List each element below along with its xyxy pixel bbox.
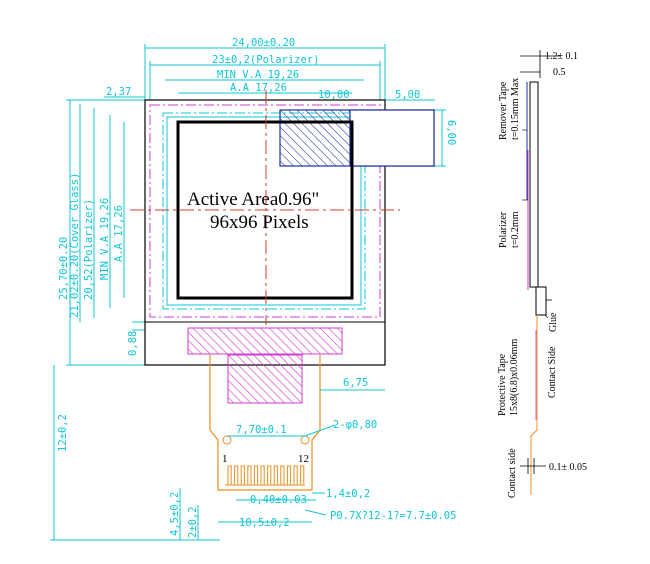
- active-area-box: [176, 120, 354, 300]
- side-bottom-dim: 0.1± 0.05: [549, 462, 587, 473]
- polarizer-side-thickness: t=0.2mm: [510, 211, 521, 248]
- contact-side-upper-label: Contact Side: [547, 346, 558, 398]
- fpc-finger: [267, 465, 272, 486]
- aa-height-label: A.A 17,26: [113, 205, 125, 262]
- fpc-finger: [286, 465, 292, 486]
- left-offset-label: 2,37: [106, 86, 131, 98]
- fpc-dimensions: 6,75 7,70±0.1 2-φ0,80 0,40±0.03 1,4±0,2 …: [218, 377, 456, 529]
- pitch-770-label: 7,70±0.1: [236, 424, 287, 436]
- fpc-finger: [300, 465, 305, 486]
- active-area-title: Active Area0.96": [187, 189, 319, 210]
- polarizer-height-label: 20,52(Polarizer): [83, 199, 95, 300]
- tail-label: 10,5±0,2: [239, 517, 290, 529]
- bottom-gap-label: 0,88: [127, 331, 139, 356]
- fpc-finger: [240, 465, 245, 486]
- h45-label: 4,5±0,2: [169, 492, 181, 536]
- fpc-fingers: [227, 465, 305, 486]
- finger-label: 1,4±0,2: [326, 488, 370, 500]
- min-va-height-label: MIN V.A 19,26: [99, 198, 111, 280]
- width-675-label: 6,75: [343, 377, 368, 389]
- fpc-cable: 1 12: [209, 354, 321, 491]
- polarizer-width-label: 23±0,2(Polarizer): [212, 54, 319, 66]
- min-va-outline: [162, 112, 366, 310]
- fpc-finger: [293, 465, 298, 486]
- h2-label: 2±0,2: [187, 506, 199, 538]
- five-mm-label: 5,00: [395, 89, 420, 101]
- polarizer-outline: [149, 104, 381, 318]
- fpc-finger: [234, 465, 239, 486]
- fpc-finger: [273, 465, 278, 486]
- fpc-finger: [280, 465, 285, 486]
- glue-label: Glue: [548, 312, 559, 332]
- fpc-finger: [253, 465, 259, 486]
- fpc-finger: [260, 465, 265, 486]
- driver-ic-hatch: [187, 327, 343, 355]
- left-dimensions: 25,70±0.20 21,02±0.20(Cover Glass) 20,52…: [50, 99, 220, 541]
- protective-tape-label: Protective Tape: [497, 353, 508, 416]
- va-inner-outline: [166, 116, 362, 306]
- side-top-dim: 1.2± 0.1: [545, 51, 578, 62]
- holes-label: 2-φ0,80: [333, 419, 377, 431]
- polarizer-side-label: Polarizer: [498, 211, 509, 248]
- fpc-finger: [227, 465, 232, 486]
- pin12-hole: [300, 435, 310, 445]
- fpc-finger: [247, 465, 252, 486]
- remover-tab: [349, 109, 435, 167]
- six-mm-label: 6,00: [445, 120, 457, 145]
- overall-width-label: 24,00±0.20: [232, 37, 295, 49]
- ten-mm-label: 10,00: [318, 89, 350, 101]
- pin-pitch-label: 0,40±0.03: [250, 494, 307, 506]
- remover-tape-label: Remover Tape: [498, 81, 509, 140]
- min-va-width-label: MIN V.A 19,26: [217, 69, 299, 81]
- remover-tape-thickness: t=0.15mm Max: [510, 78, 521, 140]
- contact-side-lower-label: Contact side: [507, 448, 518, 498]
- active-area-pixels: 96x96 Pixels: [210, 212, 309, 233]
- fpc-length-label: 12±0,2: [57, 414, 69, 452]
- protective-tape-size: 15x8(6.8)x0.06mm: [509, 339, 520, 416]
- stiffener-hatch: [227, 354, 303, 404]
- pin1-label: 1: [222, 453, 228, 465]
- side-view: 1.2± 0.1 0.5 Remover Tape t=0.15mm Max P…: [497, 50, 587, 498]
- pitch-note-label: P0.7X?12-1?=7.7±0.05: [330, 510, 456, 522]
- side-half-dim: 0.5: [553, 67, 566, 78]
- pin12-label: 12: [298, 453, 309, 465]
- cover-glass-label: 21,02±0.20(Cover Glass): [69, 173, 81, 318]
- aa-width-label: A.A 17,26: [230, 82, 287, 94]
- overall-height-label: 25,70±0.20: [58, 237, 70, 300]
- pin1-hole: [222, 435, 232, 445]
